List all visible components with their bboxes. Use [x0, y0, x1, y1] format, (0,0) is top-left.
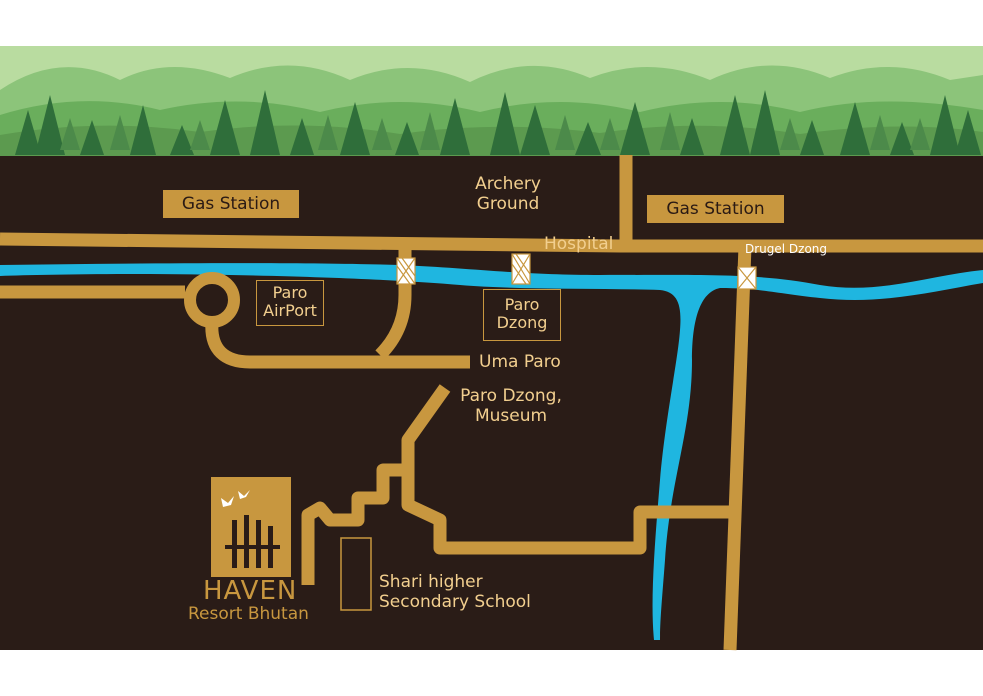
- roundabout-icon: [184, 272, 240, 328]
- gas-station-left-label: Gas Station: [181, 194, 281, 214]
- haven-subtitle: Resort Bhutan: [188, 604, 309, 624]
- school-line2: Secondary School: [379, 592, 531, 612]
- gas-station-right-label: Gas Station: [666, 199, 765, 219]
- airport-line1: Paro: [272, 283, 308, 302]
- forest-landscape: [0, 46, 983, 156]
- drugel-dzong-label: Drugel Dzong: [745, 242, 828, 256]
- haven-logo: [211, 477, 291, 577]
- bridge-icon: [396, 253, 757, 290]
- school-label: Shari higher Secondary School: [379, 572, 531, 612]
- main-road: [0, 232, 983, 253]
- museum-line2: Museum: [474, 406, 548, 426]
- bird-icon: [221, 490, 250, 507]
- road-network: [0, 155, 983, 651]
- archery-line2: Ground: [476, 194, 540, 214]
- dzong-line2: Dzong: [496, 313, 548, 332]
- school-line1: Shari higher: [379, 572, 483, 592]
- paro-airport: Paro AirPort: [256, 280, 324, 326]
- dzong-line1: Paro: [504, 295, 540, 314]
- uma-paro-label: Uma Paro: [479, 352, 561, 372]
- school-building: [340, 537, 372, 611]
- hospital-label: Hospital: [544, 234, 614, 254]
- paro-dzong: Paro Dzong: [483, 289, 561, 341]
- archery-line1: Archery: [475, 174, 541, 194]
- museum-line1: Paro Dzong,: [460, 386, 562, 406]
- gas-station-left: Gas Station: [163, 190, 299, 218]
- museum-label: Paro Dzong, Museum: [452, 386, 570, 426]
- archery-ground: Archery Ground: [462, 174, 554, 214]
- gas-station-right: Gas Station: [647, 195, 784, 223]
- haven-title: HAVEN: [203, 576, 298, 606]
- airport-line2: AirPort: [263, 301, 317, 320]
